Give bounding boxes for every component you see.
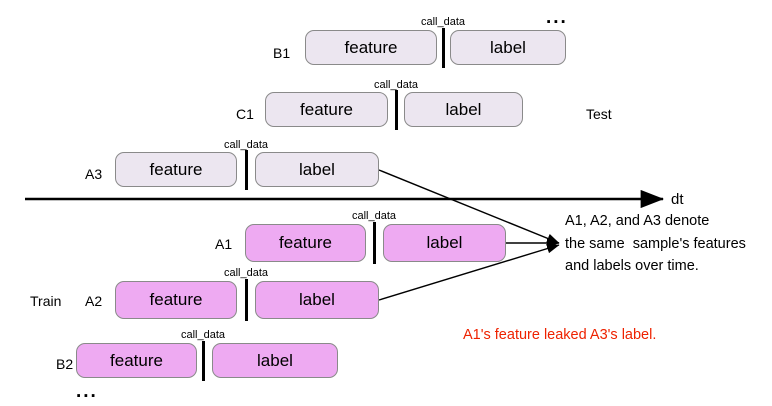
- call-data-label-a1: call_data: [351, 210, 397, 222]
- call-data-label-b2: call_data: [180, 329, 226, 341]
- label-box-a2[interactable]: label: [255, 281, 379, 319]
- call-data-label-a2: call_data: [223, 267, 269, 279]
- row-tag-b1: B1: [273, 45, 291, 61]
- row-tag-a2: A2: [85, 293, 103, 309]
- call-data-divider-b1: [442, 28, 445, 68]
- call-data-label-c1: call_data: [373, 79, 419, 91]
- annotation-line-1: A1, A2, and A3 denote: [565, 213, 710, 229]
- feature-box-a2[interactable]: feature: [115, 281, 237, 319]
- call-data-divider-c1: [395, 90, 398, 130]
- call-data-divider-b2: [202, 341, 205, 381]
- annotation-line-3: and labels over time.: [565, 258, 699, 274]
- row-tag-a3: A3: [85, 166, 103, 182]
- label-box-a1[interactable]: label: [383, 224, 506, 262]
- label-box-b1[interactable]: label: [450, 30, 566, 65]
- call-data-label-b1: call_data: [420, 16, 466, 28]
- leak-warning-text: A1's feature leaked A3's label.: [463, 327, 657, 343]
- call-data-divider-a1: [373, 222, 376, 264]
- bottom-ellipsis: ...: [76, 381, 98, 402]
- feature-box-c1[interactable]: feature: [265, 92, 388, 127]
- feature-box-a1[interactable]: feature: [245, 224, 366, 262]
- group-label-test: Test: [586, 106, 612, 122]
- row-tag-b2: B2: [56, 356, 74, 372]
- label-box-b2[interactable]: label: [212, 343, 338, 378]
- call-data-divider-a2: [245, 279, 248, 321]
- label-box-c1[interactable]: label: [404, 92, 523, 127]
- row-tag-c1: C1: [236, 106, 254, 122]
- feature-box-b1[interactable]: feature: [305, 30, 437, 65]
- axis-label-dt: dt: [671, 191, 684, 208]
- label-box-a3[interactable]: label: [255, 152, 379, 187]
- feature-box-b2[interactable]: feature: [76, 343, 197, 378]
- row-tag-a1: A1: [215, 236, 233, 252]
- annotation-line-2: the same sample's features: [565, 236, 746, 252]
- group-label-train: Train: [30, 293, 62, 309]
- call-data-label-a3: call_data: [223, 139, 269, 151]
- top-ellipsis: ...: [546, 7, 568, 28]
- feature-box-a3[interactable]: feature: [115, 152, 237, 187]
- call-data-divider-a3: [245, 150, 248, 190]
